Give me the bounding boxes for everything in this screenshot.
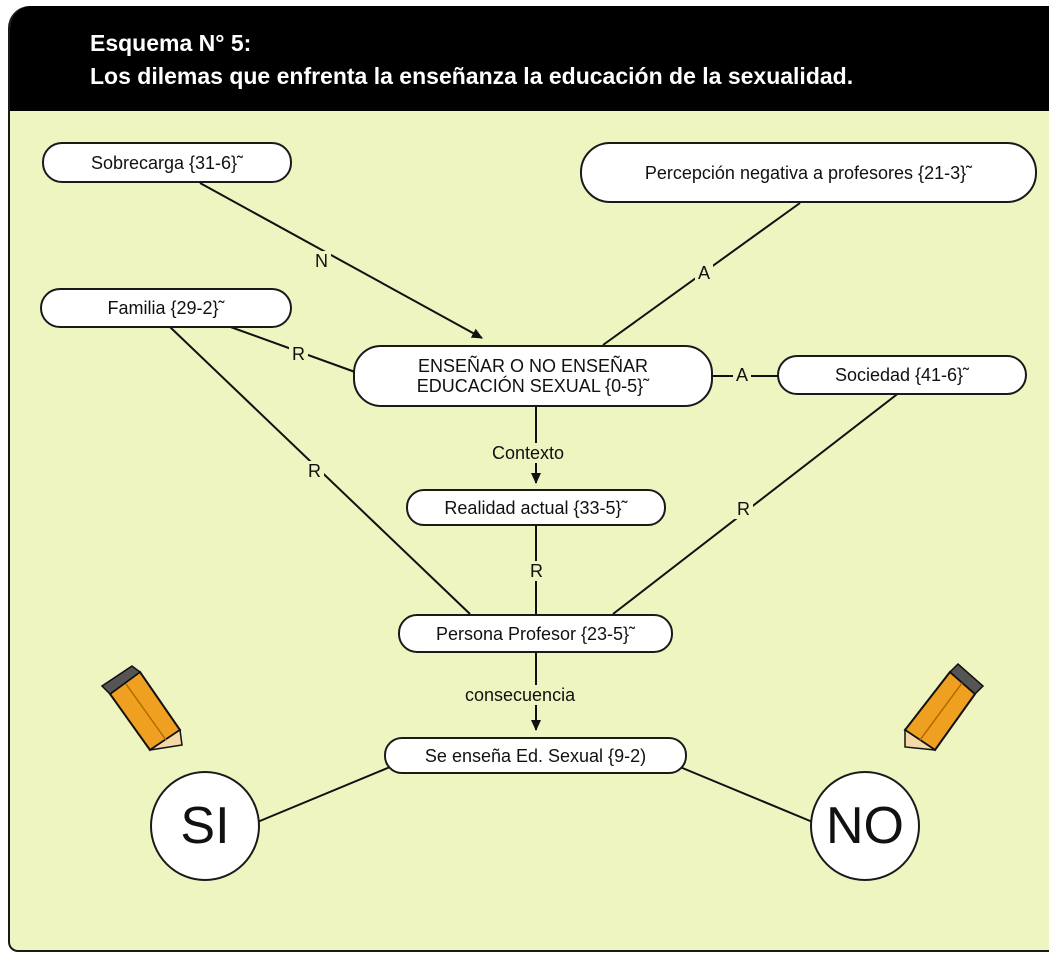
node-se-ensena: Se enseña Ed. Sexual {9-2) [384, 737, 687, 774]
edge-label-familia-central: R [289, 344, 308, 364]
pencil-icon-right [903, 662, 985, 752]
node-persona-label: Persona Profesor {23-5}˜ [435, 623, 636, 644]
node-realidad: Realidad actual {33-5}˜ [406, 489, 666, 526]
node-percepcion: Percepción negativa a profesores {21-3}˜ [580, 142, 1037, 203]
outcome-si: SI [150, 771, 260, 881]
outcome-no: NO [810, 771, 920, 881]
node-familia: Familia {29-2}˜ [40, 288, 292, 328]
node-central-line2: EDUCACIÓN SEXUAL {0-5}˜ [416, 376, 650, 396]
edge-label-familia-persona: R [305, 461, 324, 481]
header-title: Esquema N° 5: [90, 30, 252, 56]
edge-label-sociedad-persona: R [734, 499, 753, 519]
edge-se_ensena-si [254, 766, 391, 824]
edge-label-persona-se-ensena: consecuencia [462, 685, 579, 705]
edge-sobrecarga-central [199, 182, 483, 339]
edge-label-central-sociedad: A [733, 365, 752, 385]
node-central-line1: ENSEÑAR O NO ENSEÑAR [417, 356, 649, 376]
header-bar: Esquema N° 5: Los dilemas que enfrenta l… [10, 6, 1049, 111]
edge-label-central-realidad: Contexto [489, 443, 568, 463]
node-realidad-label: Realidad actual {33-5}˜ [444, 497, 628, 518]
node-central: ENSEÑAR O NO ENSEÑAR EDUCACIÓN SEXUAL {0… [353, 345, 713, 407]
node-sobrecarga: Sobrecarga {31-6}˜ [42, 142, 292, 183]
outcome-si-label: SI [180, 797, 230, 855]
edge-label-percepcion-central: A [695, 263, 714, 283]
header-subtitle: Los dilemas que enfrenta la enseñanza la… [90, 63, 854, 89]
outcome-no-label: NO [826, 797, 904, 855]
edge-sociedad-persona [612, 391, 901, 615]
node-sociedad: Sociedad {41-6}˜ [777, 355, 1027, 395]
node-persona: Persona Profesor {23-5}˜ [398, 614, 673, 653]
edge-se_ensena-no [679, 766, 816, 824]
pencil-icon-left [100, 665, 183, 752]
node-percepcion-label: Percepción negativa a profesores {21-3}˜ [644, 162, 973, 183]
node-sociedad-label: Sociedad {41-6}˜ [834, 365, 970, 385]
node-sobrecarga-label: Sobrecarga {31-6}˜ [90, 152, 244, 173]
edge-label-realidad-persona: R [527, 561, 546, 581]
node-familia-label: Familia {29-2}˜ [107, 298, 225, 318]
node-se-ensena-label: Se enseña Ed. Sexual {9-2) [424, 745, 647, 766]
edge-label-sobrecarga-central: N [312, 251, 331, 271]
